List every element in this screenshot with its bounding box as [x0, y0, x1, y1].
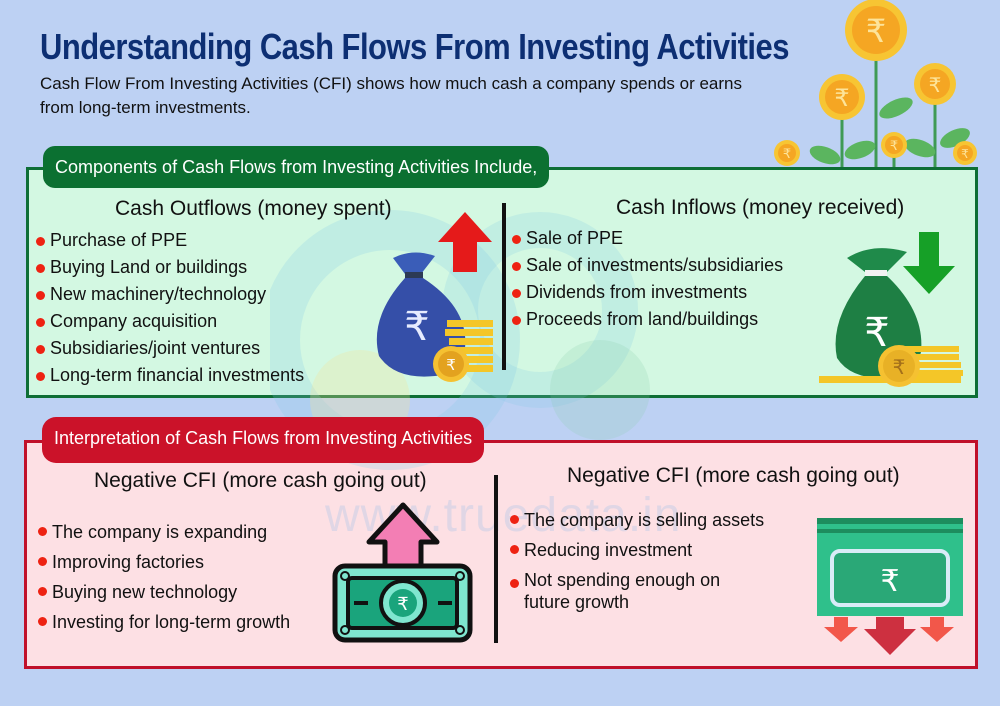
negative-cfi-reasons-list: The company is expanding Improving facto… — [38, 517, 290, 637]
list-item: New machinery/technology — [36, 281, 304, 308]
outflows-list: Purchase of PPE Buying Land or buildings… — [36, 227, 304, 389]
banknote-up-arrow-icon: ₹ — [332, 502, 473, 643]
list-item: Reducing investment — [510, 535, 764, 565]
list-item: Sale of investments/subsidiaries — [512, 252, 783, 279]
money-bag-up-arrow-icon: ₹ ₹ — [376, 212, 493, 382]
list-item-continued: future growth — [524, 592, 630, 612]
svg-text:₹: ₹ — [893, 355, 906, 379]
svg-text:₹: ₹ — [929, 73, 942, 97]
outflows-heading: Cash Outflows (money spent) — [115, 197, 392, 220]
negative-cfi-inflow-heading: Negative CFI (more cash going out) — [567, 464, 900, 487]
list-item: Buying new technology — [38, 577, 290, 607]
svg-text:₹: ₹ — [880, 564, 899, 599]
list-item: Company acquisition — [36, 308, 304, 335]
page-subtitle: Cash Flow From Investing Activities (CFI… — [40, 74, 742, 117]
list-item: Dividends from investments — [512, 279, 783, 306]
svg-text:₹: ₹ — [866, 12, 886, 50]
divider — [494, 475, 498, 643]
svg-text:₹: ₹ — [864, 310, 889, 356]
svg-text:₹: ₹ — [446, 356, 456, 374]
banknote-down-arrows-icon: ₹ — [817, 518, 963, 655]
list-item: Purchase of PPE — [36, 227, 304, 254]
negative-cfi-reasons-list-right: The company is selling assets Reducing i… — [510, 505, 764, 613]
list-item: Not spending enough on — [510, 569, 764, 591]
coin-plants-icon: ₹ ₹ ₹ ₹ ₹ ₹ — [774, 0, 977, 168]
list-item: Subsidiaries/joint ventures — [36, 335, 304, 362]
svg-text:₹: ₹ — [961, 147, 969, 161]
list-item: The company is expanding — [38, 517, 290, 547]
list-item: Buying Land or buildings — [36, 254, 304, 281]
interpretation-section-label: Interpretation of Cash Flows from Invest… — [42, 417, 485, 463]
svg-text:₹: ₹ — [783, 147, 791, 162]
list-item: Long-term financial investments — [36, 362, 304, 389]
list-item: Investing for long-term growth — [38, 607, 290, 637]
svg-text:₹: ₹ — [404, 304, 429, 350]
negative-cfi-outflow-heading: Negative CFI (more cash going out) — [94, 469, 427, 492]
svg-text:₹: ₹ — [834, 84, 849, 112]
svg-text:₹: ₹ — [397, 594, 408, 615]
list-item: Proceeds from land/buildings — [512, 306, 783, 333]
list-item: Improving factories — [38, 547, 290, 577]
page-title: Understanding Cash Flows From Investing … — [40, 26, 789, 67]
svg-text:₹: ₹ — [890, 139, 898, 154]
list-item: Sale of PPE — [512, 225, 783, 252]
list-item: The company is selling assets — [510, 505, 764, 535]
inflows-list: Sale of PPE Sale of investments/subsidia… — [512, 225, 783, 333]
components-section-label: Components of Cash Flows from Investing … — [43, 146, 550, 188]
divider — [502, 203, 506, 370]
inflows-heading: Cash Inflows (money received) — [616, 196, 905, 219]
money-bag-down-arrow-icon: ₹ ₹ — [819, 232, 963, 387]
